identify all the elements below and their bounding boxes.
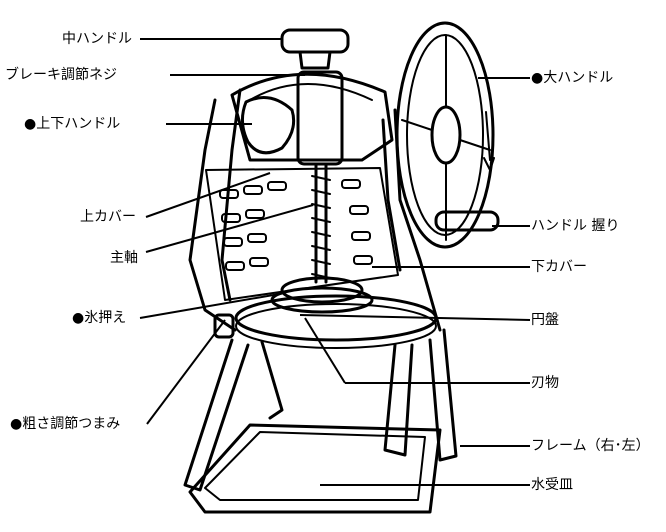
label-lower-cover: 下カバー (531, 259, 587, 275)
label-main-shaft: 主軸 (110, 250, 138, 266)
label-ice-presser: ●氷押え (72, 310, 127, 326)
label-disc: 円盤 (531, 312, 559, 328)
label-coarseness-knob: ●粗さ調節つまみ (10, 416, 121, 432)
label-brake-screw: ブレーキ調節ネジ (5, 67, 117, 83)
label-upper-lower-handle: ●上下ハンドル (24, 116, 121, 132)
label-naka-handle: 中ハンドル (62, 31, 132, 47)
label-handle-grip: ハンドル 握り (531, 218, 620, 234)
label-big-handle: ●大ハンドル (531, 70, 614, 86)
label-blade: 刃物 (531, 375, 559, 391)
label-upper-cover: 上カバー (80, 209, 136, 225)
label-water-tray: 水受皿 (531, 477, 573, 493)
label-frame: フレーム（右･左） (531, 438, 650, 454)
